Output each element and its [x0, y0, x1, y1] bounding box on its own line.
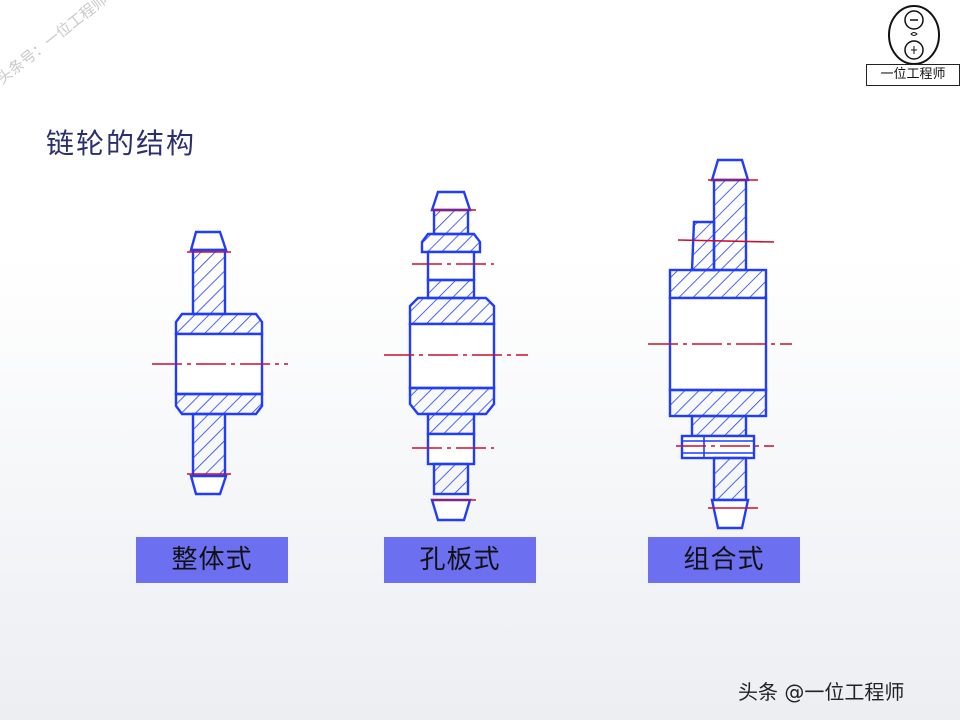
sprocket-integral: [174, 230, 264, 496]
label-assembled: 组合式: [648, 537, 800, 583]
label-integral: 整体式: [136, 537, 288, 583]
footer-watermark: 头条 @一位工程师: [738, 680, 905, 704]
logo-box: 一位工程师: [866, 64, 960, 86]
page-title: 链轮的结构: [46, 127, 197, 160]
bolt-assembled: [682, 436, 754, 458]
centerlines-web-plate: [384, 209, 528, 501]
sprocket-assembled: [668, 158, 768, 530]
sprocket-web-plate: [408, 190, 496, 522]
label-web-plate: 孔板式: [384, 537, 536, 583]
centerlines-integral: [152, 251, 288, 475]
centerlines-assembled: [648, 179, 792, 509]
